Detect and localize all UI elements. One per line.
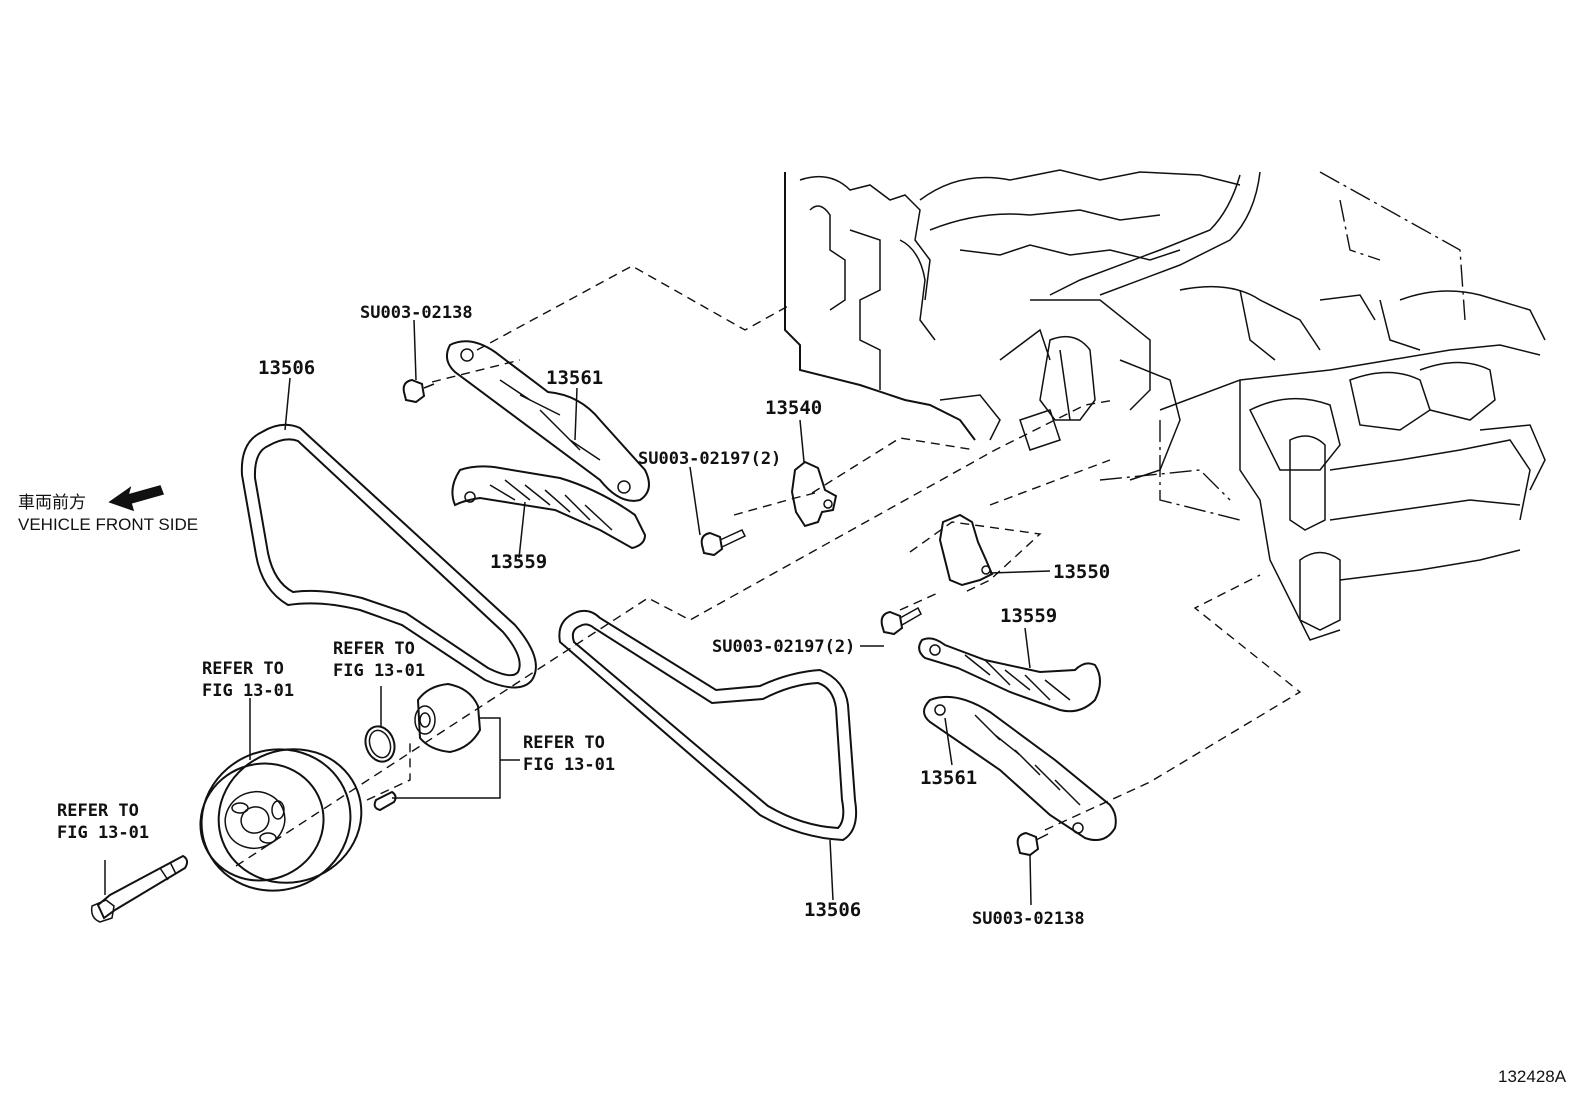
label-bolt-tensioner: SU003-02197(2) bbox=[638, 449, 781, 469]
bolt-tensioner-lower bbox=[880, 606, 922, 636]
engine-block bbox=[784, 169, 1546, 641]
label-refer-idler-2: FIG 13-01 bbox=[523, 755, 615, 775]
crankshaft-bolt bbox=[90, 854, 189, 923]
label-refer-oring-1: REFER TO bbox=[333, 639, 415, 659]
label-lever-right: 13559 bbox=[1000, 605, 1057, 627]
bolt-top-left bbox=[402, 378, 435, 404]
label-refer-oring-2: FIG 13-01 bbox=[333, 661, 425, 681]
label-refer-pulley-1: REFER TO bbox=[202, 659, 284, 679]
bolt-tensioner bbox=[700, 529, 747, 557]
label-chain-left: 13506 bbox=[258, 357, 315, 379]
label-bolt-bottom-right: SU003-02138 bbox=[972, 909, 1085, 929]
timing-chain-left bbox=[240, 423, 537, 689]
label-refer-bolt-1: REFER TO bbox=[57, 801, 139, 821]
chain-guide-top-left bbox=[445, 340, 650, 502]
label-refer-bolt-2: FIG 13-01 bbox=[57, 823, 149, 843]
label-chain-right: 13506 bbox=[804, 899, 861, 921]
label-tensioner: 13540 bbox=[765, 397, 822, 419]
label-guide-top-left: 13561 bbox=[546, 367, 603, 389]
chain-tensioner-lower bbox=[938, 513, 994, 587]
tensioner-lever-left bbox=[451, 465, 647, 550]
label-tensioner-lower: 13550 bbox=[1053, 561, 1110, 583]
crankshaft-pulley bbox=[199, 748, 363, 892]
label-guide-bottom-right: 13561 bbox=[920, 767, 977, 789]
crank-sprocket bbox=[414, 682, 482, 754]
label-lever-left: 13559 bbox=[490, 551, 547, 573]
timing-chain-right bbox=[558, 609, 858, 842]
label-bolt-tensioner-lower: SU003-02197(2) bbox=[712, 637, 855, 657]
label-bolt-top-left: SU003-02138 bbox=[360, 303, 473, 323]
chain-tensioner bbox=[790, 460, 838, 528]
o-ring bbox=[364, 725, 396, 763]
front-side-label-jp: 車両前方 bbox=[18, 493, 86, 512]
figure-id: 132428A bbox=[1498, 1067, 1567, 1086]
tensioner-lever-right bbox=[918, 637, 1101, 713]
chain-guide-bottom-right bbox=[923, 695, 1117, 841]
label-refer-idler-1: REFER TO bbox=[523, 733, 605, 753]
crank-key bbox=[373, 790, 397, 812]
label-refer-pulley-2: FIG 13-01 bbox=[202, 681, 294, 701]
bolt-bottom-right bbox=[1016, 831, 1049, 857]
front-arrow-icon bbox=[108, 485, 164, 512]
leader-lines bbox=[104, 319, 1051, 906]
front-side-label-en: VEHICLE FRONT SIDE bbox=[18, 515, 198, 534]
assembly-lines bbox=[235, 265, 1302, 867]
